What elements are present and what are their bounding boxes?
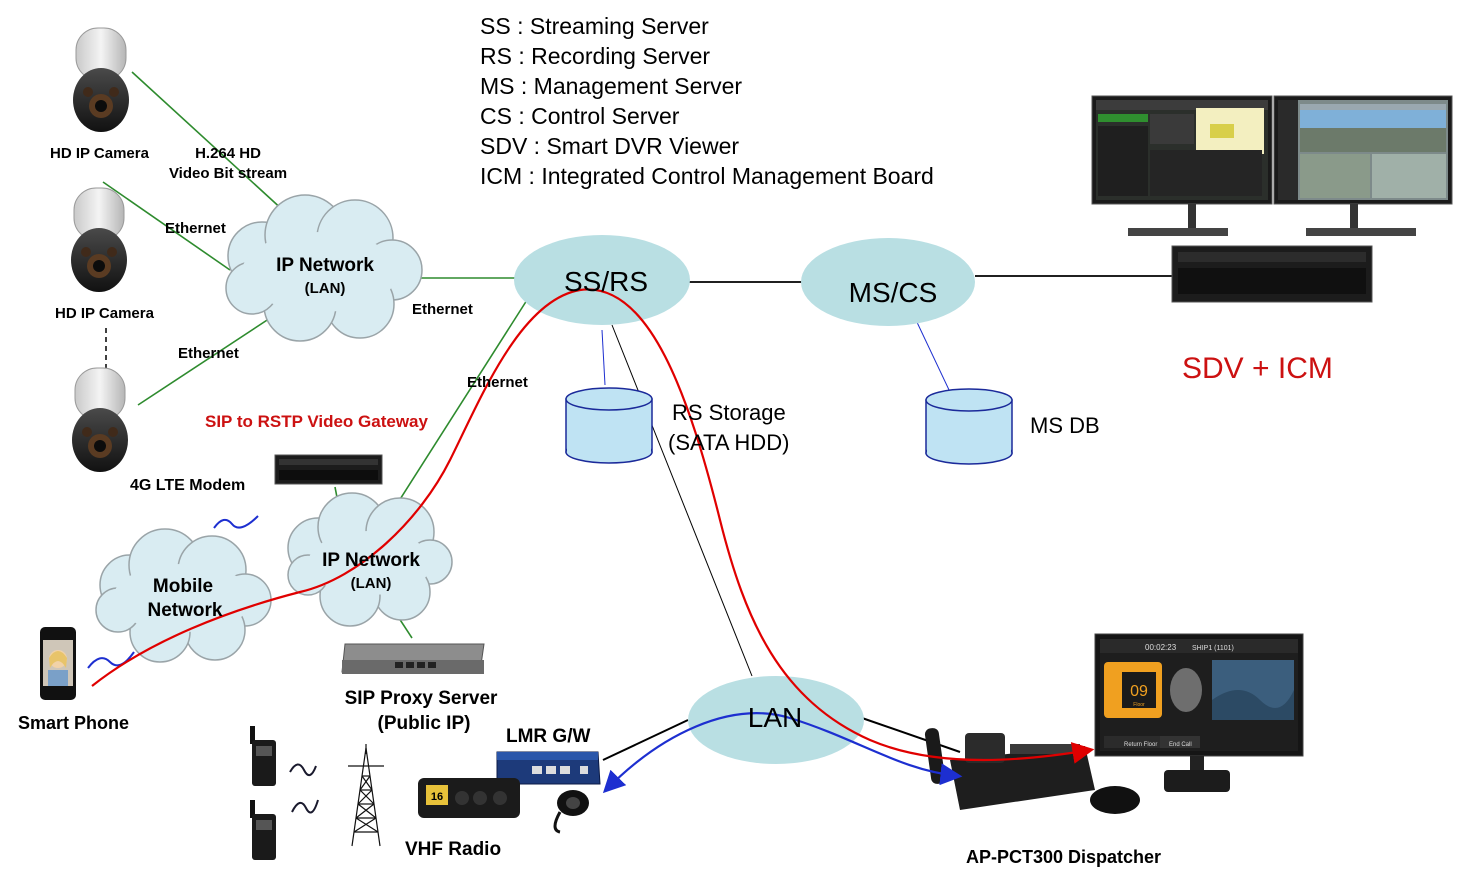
ss-rs-node	[514, 235, 690, 325]
lan-node	[688, 676, 864, 764]
ip-network-to-ssrs-link	[389, 299, 528, 516]
ethernet-label: Ethernet	[178, 345, 239, 362]
legend-ss: SS : Streaming Server	[480, 13, 709, 39]
lte-modem-label: 4G LTE Modem	[130, 477, 245, 494]
camera2-label: HD IP Camera	[55, 305, 155, 322]
wave-icon	[289, 763, 317, 777]
vhf-radio-icon: 16	[418, 778, 520, 818]
rs-storage-cylinder	[565, 387, 653, 464]
lan-to-dispatcher-link	[861, 717, 961, 753]
radio-channel: 16	[431, 791, 443, 803]
lte-modem-icon	[274, 454, 383, 485]
sdv-monitors-icon	[1091, 95, 1453, 303]
sip-gateway-label: SIP to RSTP Video Gateway	[205, 412, 429, 431]
floor-label: Floor	[1133, 702, 1145, 708]
black-links	[602, 275, 1172, 761]
wave-icon	[291, 799, 319, 814]
screen-time: 00:02:23	[1145, 643, 1177, 652]
ethernet-label: Ethernet	[412, 301, 473, 318]
camera3-link	[137, 304, 291, 406]
legend-rs: RS : Recording Server	[480, 43, 710, 69]
ethernet-label: Ethernet	[165, 220, 226, 237]
camera-icon	[73, 27, 129, 132]
ip-network-bottom-subtitle: (LAN)	[351, 575, 392, 592]
ethernet-label: Ethernet	[467, 374, 528, 391]
dispatcher-label: AP-PCT300 Dispatcher	[966, 847, 1161, 867]
ms-db-cylinder	[925, 388, 1013, 465]
handheld-radio-icon	[250, 726, 276, 786]
lan-to-lmr-link	[602, 719, 689, 761]
sip-proxy-line1: SIP Proxy Server	[345, 688, 498, 709]
ms-db-label: MS DB	[1030, 413, 1100, 438]
ip-network-top-subtitle: (LAN)	[305, 280, 346, 297]
wave-icon	[87, 651, 135, 669]
ms-cs-label: MS/CS	[849, 277, 938, 308]
radio-tower-icon	[348, 744, 384, 847]
green-links	[102, 71, 528, 639]
camera2-link	[102, 181, 231, 271]
legend-cs: CS : Control Server	[480, 103, 680, 129]
h264-line1: H.264 HD	[195, 145, 261, 162]
ssrs-to-lan-link	[611, 324, 753, 677]
rs-storage-line1: RS Storage	[672, 400, 786, 425]
mscs-to-db-link	[914, 317, 951, 393]
smart-phone-label: Smart Phone	[18, 713, 129, 733]
ip-network-top-title: IP Network	[276, 255, 374, 276]
camera1-link	[131, 71, 286, 213]
camera1-label: HD IP Camera	[50, 145, 150, 162]
lmr-gw-label: LMR G/W	[506, 726, 590, 747]
vhf-radio-label: VHF Radio	[405, 839, 501, 860]
ip-network-bottom-fill	[308, 531, 432, 595]
dispatcher-monitor-icon: 00:02:23 SHIP1 (1101) 09 Floor Return Fl…	[1094, 633, 1304, 792]
blue-voice-path	[602, 712, 963, 794]
ms-cs-node	[801, 238, 975, 326]
end-call-button: End Call	[1169, 742, 1192, 748]
rs-storage-line2: (SATA HDD)	[668, 430, 789, 455]
mobile-network-fill	[113, 564, 253, 632]
wave-icon	[213, 515, 259, 529]
red-video-path	[91, 288, 1095, 764]
screen-ship: SHIP1 (1101)	[1192, 645, 1234, 652]
sdv-icm-label: SDV + ICM	[1182, 352, 1333, 385]
legend: SS : Streaming Server RS : Recording Ser…	[480, 13, 934, 189]
ss-rs-label: SS/RS	[564, 266, 648, 297]
camera-icon	[72, 367, 128, 472]
handheld-radio-icon	[250, 800, 276, 860]
camera-icon	[71, 187, 127, 292]
mobile-network-line2: Network	[148, 600, 223, 621]
ip-network-bottom-title: IP Network	[322, 550, 420, 571]
sip-proxy-line2: (Public IP)	[378, 713, 471, 734]
lan-label: LAN	[748, 702, 802, 733]
legend-icm: ICM : Integrated Control Management Boar…	[480, 163, 934, 189]
lmr-gateway-icon	[496, 751, 601, 834]
legend-ms: MS : Management Server	[480, 73, 742, 99]
blue-links	[601, 317, 951, 393]
sip-proxy-server-icon	[341, 643, 485, 674]
h264-line2: Video Bit stream	[169, 165, 287, 182]
floor-number: 09	[1130, 683, 1148, 700]
smart-phone-icon	[40, 627, 76, 700]
ssrs-to-storage-link	[601, 329, 606, 386]
mobile-network-line1: Mobile	[153, 576, 213, 597]
return-floor-button: Return Floor	[1124, 742, 1157, 748]
legend-sdv: SDV : Smart DVR Viewer	[480, 133, 739, 159]
ip-network-top-fill	[242, 232, 398, 312]
